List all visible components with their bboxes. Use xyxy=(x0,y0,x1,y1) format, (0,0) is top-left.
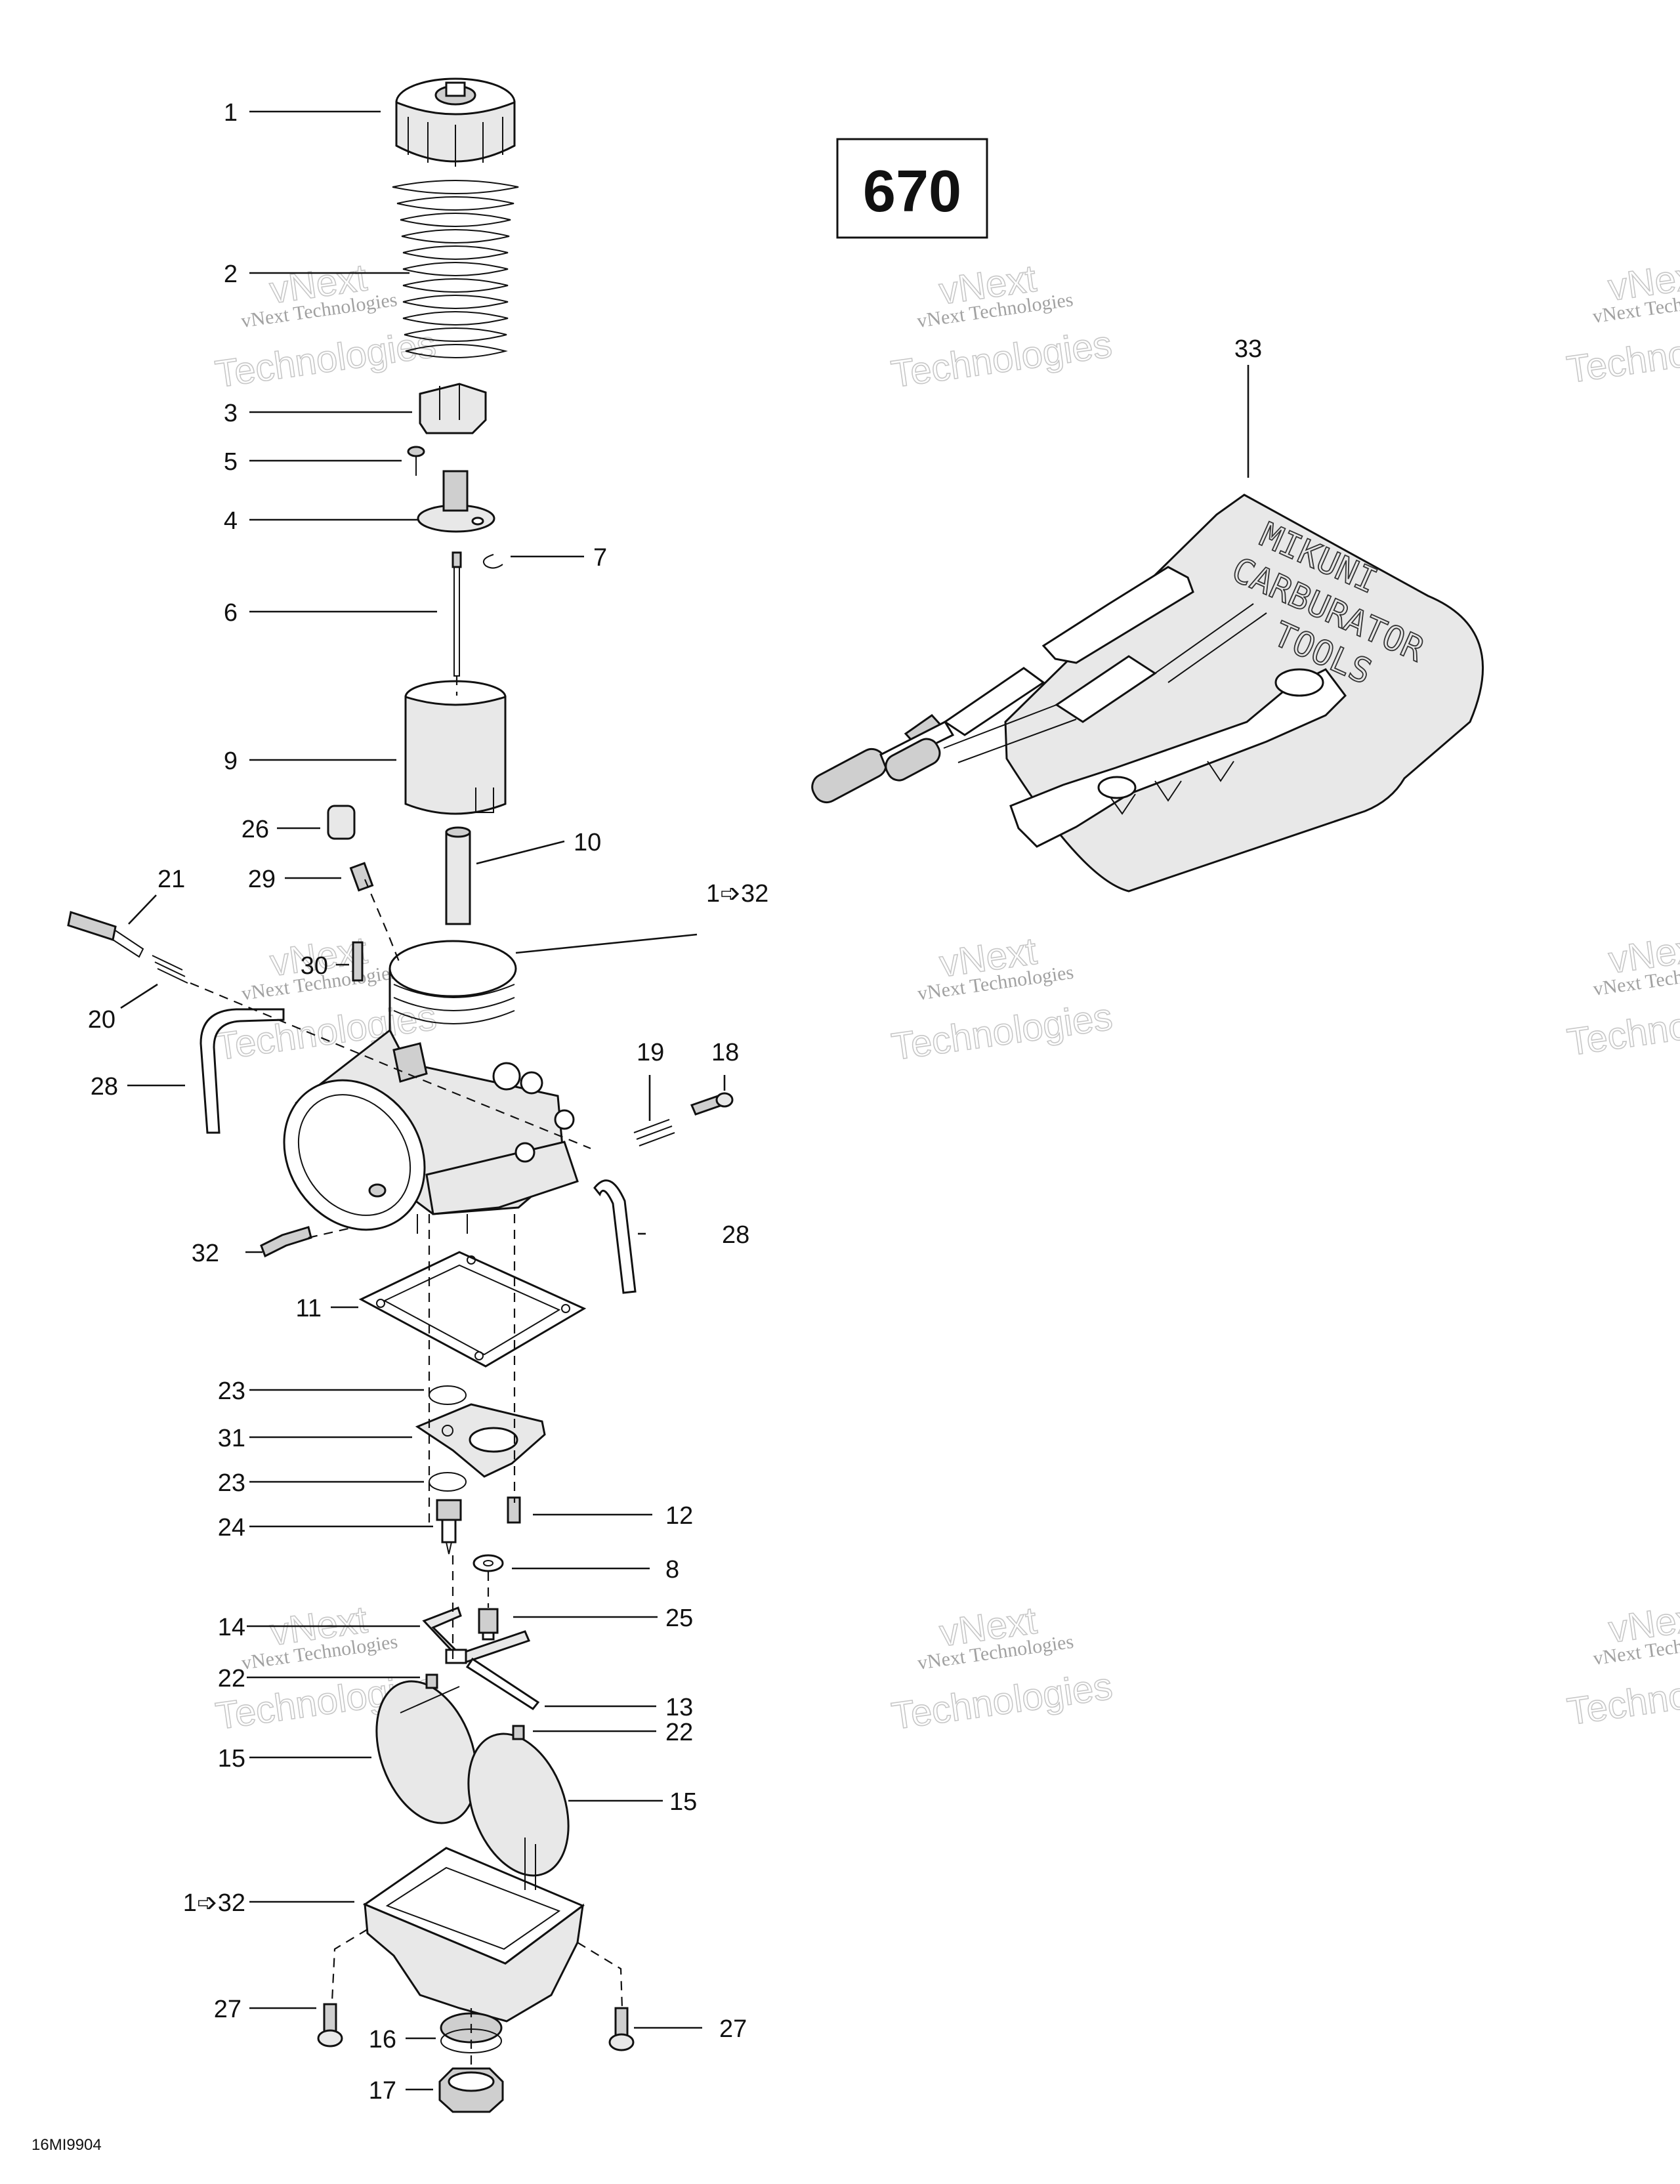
part-float-left xyxy=(375,1680,478,1824)
callout-24: 24 xyxy=(218,1514,245,1542)
callout-22-right: 22 xyxy=(665,1719,693,1746)
assembly-centerlines xyxy=(190,676,623,2067)
part-plate xyxy=(419,383,487,434)
part-clip xyxy=(483,554,503,569)
callout-27-right: 27 xyxy=(719,2015,747,2043)
callout-27-left: 27 xyxy=(214,1996,242,2023)
watermark-top-right: vNext vNext Technologies Technologies xyxy=(1564,253,1680,392)
svg-text:Technologies: Technologies xyxy=(1564,318,1680,391)
part-tool-kit-bag: MIKUNI CARBURATOR TOOLS xyxy=(811,494,1484,892)
part-float-arm xyxy=(422,1606,531,1664)
part-screw-small xyxy=(407,446,425,476)
part-idle-screw xyxy=(690,1092,734,1116)
part-drain-plug xyxy=(438,2067,504,2113)
watermark-low-right: vNext vNext Technologies Technologies xyxy=(1564,1595,1680,1734)
part-pilot-screw xyxy=(349,862,374,892)
part-o-ring-lower xyxy=(429,1472,467,1492)
part-valve-seat xyxy=(478,1608,499,1641)
callout-6: 6 xyxy=(224,599,238,627)
part-vent-hose-left xyxy=(200,1008,285,1134)
callout-labels: 1 2 3 5 4 7 6 9 26 10 29 21 1➩32 30 20 2… xyxy=(88,99,1262,2105)
part-cap-nut xyxy=(395,77,516,167)
callout-body-range: 1➩32 xyxy=(706,880,768,908)
watermark-low-center: vNext vNext Technologies Technologies xyxy=(889,1599,1116,1738)
part-float-gasket xyxy=(358,1251,587,1368)
svg-text:Technologies: Technologies xyxy=(1564,991,1680,1064)
callout-28-right: 28 xyxy=(722,1221,749,1249)
watermark-mid-center: vNext vNext Technologies Technologies xyxy=(889,929,1116,1069)
part-idle-spring xyxy=(633,1119,675,1146)
part-carburetor-body xyxy=(283,940,579,1234)
watermark-top-center: vNext vNext Technologies Technologies xyxy=(888,257,1115,396)
callout-12: 12 xyxy=(665,1502,693,1530)
model-label: 670 xyxy=(863,159,961,224)
part-needle-jet xyxy=(436,1499,462,1555)
part-bowl-screw-right xyxy=(608,2007,635,2051)
callout-29: 29 xyxy=(248,866,276,893)
watermark-mid-left: vNext vNext Technologies Technologies xyxy=(213,928,440,1068)
callout-25: 25 xyxy=(665,1605,693,1632)
callout-7: 7 xyxy=(593,544,607,572)
part-cap-small xyxy=(327,805,356,840)
callout-23-lower: 23 xyxy=(218,1469,245,1497)
svg-text:Technologies: Technologies xyxy=(889,996,1115,1068)
callout-15-right: 15 xyxy=(669,1788,697,1816)
part-baffle-plate xyxy=(415,1403,546,1478)
watermark-top-left: vNext vNext Technologies Technologies xyxy=(212,255,439,396)
part-needle-holder xyxy=(417,470,495,533)
callout-4: 4 xyxy=(224,507,238,535)
svg-text:Technologies: Technologies xyxy=(1564,1660,1680,1733)
reference-code: 16MI9904 xyxy=(32,2136,102,2154)
callout-22-left: 22 xyxy=(218,1665,245,1692)
callout-11: 11 xyxy=(296,1295,322,1322)
callout-18: 18 xyxy=(711,1039,739,1066)
part-spring xyxy=(392,180,519,358)
watermark-mid-right: vNext vNext Technologies Technologies xyxy=(1564,925,1680,1064)
part-float-pin-a xyxy=(425,1673,438,1689)
callout-21: 21 xyxy=(158,866,185,893)
callout-15-left: 15 xyxy=(218,1745,245,1773)
part-float-pin-b xyxy=(512,1725,525,1740)
callout-19: 19 xyxy=(637,1039,664,1066)
part-bowl-screw-left xyxy=(317,2003,343,2048)
model-label-box: 670 xyxy=(836,138,988,239)
part-adjust-spring xyxy=(152,955,188,984)
callout-3: 3 xyxy=(224,400,238,427)
callout-1: 1 xyxy=(224,99,238,127)
callout-31: 31 xyxy=(218,1425,245,1452)
callout-13: 13 xyxy=(665,1694,693,1721)
callout-30: 30 xyxy=(301,952,328,980)
callout-5: 5 xyxy=(224,448,238,476)
callout-20: 20 xyxy=(88,1006,116,1034)
part-o-ring-upper xyxy=(429,1385,467,1405)
part-float-pin xyxy=(465,1657,540,1710)
callout-14: 14 xyxy=(218,1614,245,1641)
part-plunger xyxy=(352,941,364,982)
callout-2: 2 xyxy=(224,261,238,288)
svg-text:Technologies: Technologies xyxy=(889,323,1114,396)
callout-bowl-range: 1➩32 xyxy=(183,1889,245,1917)
callout-28-left: 28 xyxy=(91,1073,118,1101)
svg-text:Technologies: Technologies xyxy=(213,323,438,396)
svg-text:Technologies: Technologies xyxy=(889,1665,1115,1738)
callout-26: 26 xyxy=(242,816,269,843)
callout-32: 32 xyxy=(192,1240,219,1267)
callout-8: 8 xyxy=(665,1556,679,1584)
part-adjust-screw xyxy=(67,911,144,958)
part-vent-hose-right xyxy=(593,1179,637,1294)
part-float-right xyxy=(467,1732,570,1877)
callout-10: 10 xyxy=(574,829,601,856)
part-bolt-32 xyxy=(260,1226,312,1258)
callout-17: 17 xyxy=(369,2077,396,2105)
callout-9: 9 xyxy=(224,747,238,775)
part-throttle-slide xyxy=(404,680,507,815)
part-washer xyxy=(472,1554,504,1572)
part-jet-needle xyxy=(452,551,462,677)
callout-leaders xyxy=(120,110,1250,2091)
callout-16: 16 xyxy=(369,2026,396,2053)
callout-23-upper: 23 xyxy=(218,1377,245,1405)
callout-33: 33 xyxy=(1234,335,1262,363)
part-needle-jet-tube xyxy=(445,826,471,925)
